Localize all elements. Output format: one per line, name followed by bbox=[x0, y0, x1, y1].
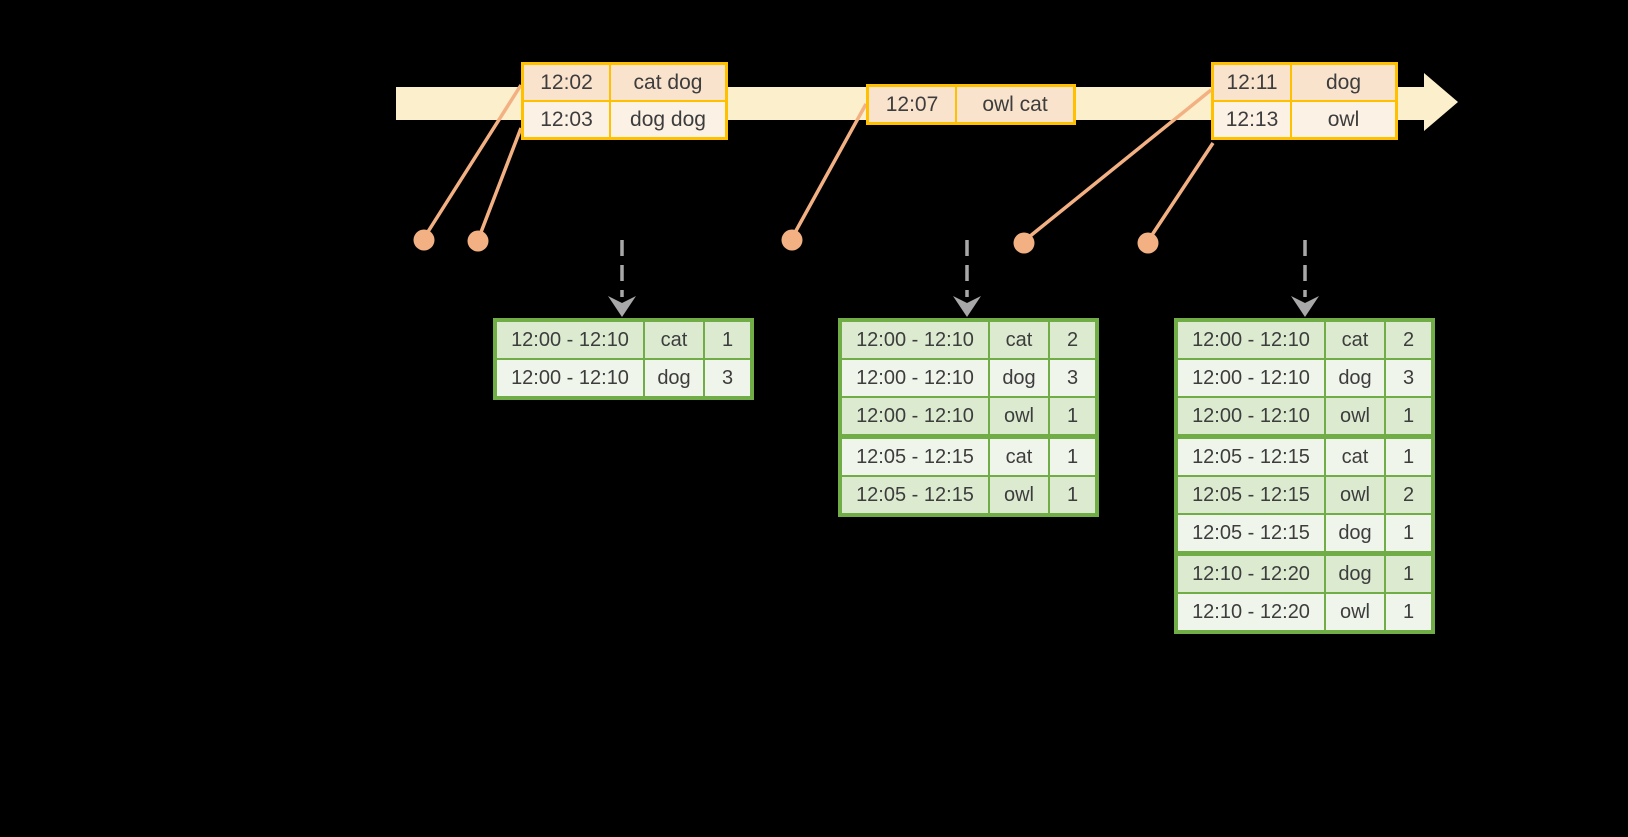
event-dot-icon bbox=[1013, 232, 1035, 254]
word-cell: owl bbox=[990, 477, 1048, 513]
event-words-cell: dog bbox=[1292, 65, 1395, 100]
count-cell: 1 bbox=[1386, 594, 1431, 630]
event-connector-line bbox=[790, 103, 868, 239]
event-dot-icon bbox=[781, 229, 803, 251]
event-words-cell: dog dog bbox=[611, 102, 725, 137]
table-row: 12:00 - 12:10 cat 2 bbox=[842, 322, 1095, 358]
count-cell: 1 bbox=[1050, 477, 1095, 513]
table-row: 12:00 - 12:10 owl 1 bbox=[1178, 398, 1431, 434]
window-cell: 12:05 - 12:15 bbox=[842, 477, 988, 513]
window-cell: 12:05 - 12:15 bbox=[842, 439, 988, 475]
window-cell: 12:00 - 12:10 bbox=[842, 398, 988, 434]
window-cell: 12:00 - 12:10 bbox=[1178, 398, 1324, 434]
count-cell: 2 bbox=[1050, 322, 1095, 358]
word-cell: cat bbox=[990, 439, 1048, 475]
count-cell: 1 bbox=[1050, 439, 1095, 475]
result-table: 12:00 - 12:10 cat 1 12:00 - 12:10 dog 3 bbox=[493, 318, 754, 400]
window-cell: 12:10 - 12:20 bbox=[1178, 556, 1324, 592]
window-cell: 12:00 - 12:10 bbox=[1178, 360, 1324, 396]
table-row: 12:10 - 12:20 dog 1 bbox=[1178, 556, 1431, 592]
count-cell: 3 bbox=[1386, 360, 1431, 396]
word-cell: owl bbox=[990, 398, 1048, 434]
event-dot-icon bbox=[1137, 232, 1159, 254]
table-row: 12:00 - 12:10 cat 1 bbox=[497, 322, 750, 358]
table-row: 12:00 - 12:10 cat 2 bbox=[1178, 322, 1431, 358]
word-cell: cat bbox=[1326, 322, 1384, 358]
event-time-cell: 12:11 bbox=[1214, 65, 1290, 100]
window-cell: 12:05 - 12:15 bbox=[1178, 515, 1324, 551]
event-words-cell: owl bbox=[1292, 102, 1395, 137]
word-cell: dog bbox=[990, 360, 1048, 396]
event-box: 12:02 cat dog 12:03 dog dog bbox=[521, 62, 728, 140]
table-row: 12:05 - 12:15 owl 2 bbox=[1178, 477, 1431, 513]
window-cell: 12:00 - 12:10 bbox=[842, 322, 988, 358]
word-cell: cat bbox=[1326, 439, 1384, 475]
event-time-cell: 12:03 bbox=[524, 102, 609, 137]
trigger-arrow-icon bbox=[1291, 240, 1319, 317]
event-dot-icon bbox=[413, 229, 435, 251]
table-row: 12:00 - 12:10 dog 3 bbox=[1178, 360, 1431, 396]
event-box: 12:11 dog 12:13 owl bbox=[1211, 62, 1398, 140]
count-cell: 3 bbox=[1050, 360, 1095, 396]
word-cell: owl bbox=[1326, 398, 1384, 434]
window-cell: 12:05 - 12:15 bbox=[1178, 439, 1324, 475]
count-cell: 1 bbox=[1386, 439, 1431, 475]
event-words-cell: cat dog bbox=[611, 65, 725, 100]
trigger-arrow-icon bbox=[608, 240, 636, 317]
word-cell: dog bbox=[1326, 515, 1384, 551]
count-cell: 1 bbox=[1386, 515, 1431, 551]
word-cell: dog bbox=[1326, 360, 1384, 396]
result-table: 12:00 - 12:10 cat 2 12:00 - 12:10 dog 3 … bbox=[838, 318, 1099, 517]
word-cell: cat bbox=[645, 322, 703, 358]
word-cell: owl bbox=[1326, 594, 1384, 630]
word-cell: cat bbox=[990, 322, 1048, 358]
count-cell: 1 bbox=[1386, 556, 1431, 592]
event-connector-line bbox=[476, 127, 523, 241]
table-row: 12:05 - 12:15 dog 1 bbox=[1178, 515, 1431, 551]
table-row: 12:05 - 12:15 cat 1 bbox=[842, 439, 1095, 475]
count-cell: 3 bbox=[705, 360, 750, 396]
event-time-cell: 12:02 bbox=[524, 65, 609, 100]
count-cell: 2 bbox=[1386, 477, 1431, 513]
event-box: 12:07 owl cat bbox=[866, 84, 1076, 125]
window-cell: 12:00 - 12:10 bbox=[497, 360, 643, 396]
event-connector-line bbox=[1146, 142, 1215, 242]
word-cell: owl bbox=[1326, 477, 1384, 513]
table-row: 12:10 - 12:20 owl 1 bbox=[1178, 594, 1431, 630]
window-cell: 12:00 - 12:10 bbox=[842, 360, 988, 396]
count-cell: 1 bbox=[1050, 398, 1095, 434]
count-cell: 2 bbox=[1386, 322, 1431, 358]
timeline-arrowhead-icon bbox=[1424, 73, 1458, 131]
table-row: 12:05 - 12:15 cat 1 bbox=[1178, 439, 1431, 475]
event-dot-icon bbox=[467, 230, 489, 252]
count-cell: 1 bbox=[1386, 398, 1431, 434]
event-time-cell: 12:07 bbox=[869, 87, 955, 122]
count-cell: 1 bbox=[705, 322, 750, 358]
word-cell: dog bbox=[1326, 556, 1384, 592]
window-cell: 12:10 - 12:20 bbox=[1178, 594, 1324, 630]
table-row: 12:00 - 12:10 dog 3 bbox=[497, 360, 750, 396]
trigger-arrow-icon bbox=[953, 240, 981, 317]
window-cell: 12:05 - 12:15 bbox=[1178, 477, 1324, 513]
word-cell: dog bbox=[645, 360, 703, 396]
event-words-cell: owl cat bbox=[957, 87, 1073, 122]
table-row: 12:05 - 12:15 owl 1 bbox=[842, 477, 1095, 513]
event-time-cell: 12:13 bbox=[1214, 102, 1290, 137]
table-row: 12:00 - 12:10 dog 3 bbox=[842, 360, 1095, 396]
table-row: 12:00 - 12:10 owl 1 bbox=[842, 398, 1095, 434]
window-cell: 12:00 - 12:10 bbox=[497, 322, 643, 358]
result-table: 12:00 - 12:10 cat 2 12:00 - 12:10 dog 3 … bbox=[1174, 318, 1435, 634]
window-cell: 12:00 - 12:10 bbox=[1178, 322, 1324, 358]
